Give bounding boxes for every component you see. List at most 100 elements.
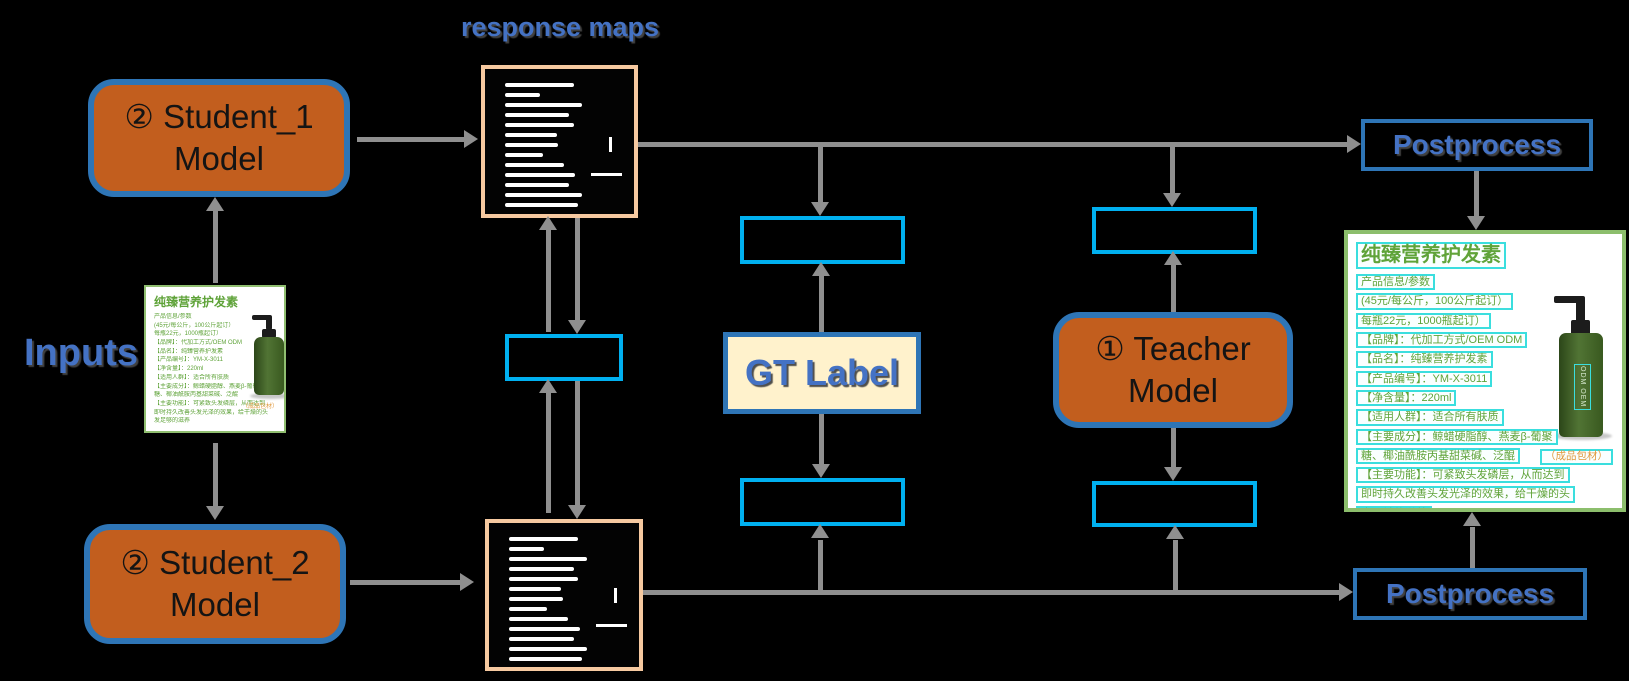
package-note: （成品包材）: [242, 404, 279, 410]
bottle-spout-icon: [252, 315, 269, 320]
response-text-stripe: [504, 103, 583, 107]
ocr-text-line: 【品牌】：代加工方式/OEM ODM: [1356, 330, 1614, 349]
response-text-stripe: [504, 193, 583, 197]
arrowhead: [812, 464, 830, 478]
response-text-stripe: [504, 83, 574, 87]
product-card-title: 纯臻营养护发素: [154, 295, 239, 309]
response-text-stripe: [504, 123, 574, 127]
bottle-label-text: ODM OEM: [1574, 364, 1591, 410]
response-text-stripe: [508, 627, 580, 631]
arrow-input-to-student1: [213, 211, 218, 283]
response-text-stripe: [504, 143, 559, 147]
response-text-stripe: [508, 547, 545, 551]
arrow-gt-down: [819, 414, 824, 465]
product-card-line: 【适用人群】：适合所有肤质: [154, 374, 230, 381]
ocr-highlight-box: 【品牌】：代加工方式/OEM ODM: [1356, 331, 1528, 349]
product-card-line: 【主要成分】：鲸蜡硬脂醇、燕麦β-葡聚: [154, 383, 259, 390]
box-below-gt-label: [740, 478, 905, 526]
ocr-highlight-box: 糖、椰油酰胺丙基甜菜碱、泛醌: [1356, 447, 1520, 465]
ocr-highlight-box: 【净含量】：220ml: [1356, 389, 1457, 407]
ocr-text-line: 发足够的滋养: [1356, 504, 1614, 508]
arrowhead: [1164, 251, 1182, 265]
arrow-teacher-up: [1171, 264, 1176, 312]
product-card-line: (45元/每公斤，100公斤起订）: [154, 322, 235, 329]
line-map-bottom-to-postprocess: [643, 590, 1344, 595]
response-text-stripe: [508, 577, 579, 581]
response-text-stripe: [508, 587, 562, 591]
response-text-stripe: [508, 637, 574, 641]
teacher-model-box: ① Teacher Model: [1053, 312, 1293, 428]
gt-label-text: GT Label: [744, 352, 900, 393]
ocr-highlight-box: (45元/每公斤，100公斤起订）: [1356, 293, 1514, 310]
arrowhead: [811, 524, 829, 538]
student2-label-line1: ② Student_2: [120, 543, 310, 581]
response-text-stripe: [508, 657, 583, 661]
response-text-stripe: [508, 567, 574, 571]
response-text-stripe: [508, 647, 587, 651]
bottle-spout-icon: [1554, 296, 1582, 303]
product-card-line: 每瓶22元，1000瓶起订）: [154, 331, 223, 338]
product-card-line: 【主要功能】：可紧致头发磷层，从而达到: [154, 400, 266, 407]
arrowhead: [539, 379, 557, 393]
arrowhead: [1164, 467, 1182, 481]
ocr-highlight-box: 产品信息/参数: [1356, 274, 1436, 291]
ocr-text-line: 即时持久改善头发光泽的效果，给干燥的头: [1356, 484, 1614, 503]
ocr-text-line: 【品名】：纯臻营养护发素: [1356, 349, 1614, 368]
product-card-line: 【产品编号】：YM-X-3011: [154, 357, 223, 364]
response-map-stripes: [489, 73, 630, 210]
arrow-map-bottom-to-midbox: [546, 393, 551, 513]
ocr-highlight-box: 每瓶22元，1000瓶起订）: [1356, 312, 1491, 329]
response-map-stripes: [493, 527, 635, 663]
ocr-highlight-box: 发足够的滋养: [1356, 505, 1432, 508]
postprocess-bottom-box: Postprocess: [1353, 568, 1587, 620]
arrow-student1-to-map: [357, 137, 464, 142]
product-card-line: 糖、椰油酰胺丙基甜菜碱、泛醌: [154, 392, 239, 399]
input-product-card: 纯臻营养护发素 产品信息/参数(45元/每公斤，100公斤起订）每瓶22元，10…: [144, 285, 286, 433]
arrowhead: [539, 216, 557, 230]
package-note-highlight: （成品包材）: [1540, 449, 1613, 465]
product-card-line: 即时持久改善头发光泽的效果，给干燥的头: [154, 409, 269, 416]
ocr-text-line: 糖、椰油酰胺丙基甜菜碱、泛醌: [1356, 446, 1614, 465]
response-map-mark: [613, 587, 617, 603]
response-text-stripe: [508, 557, 587, 561]
response-map-mark: [590, 173, 623, 177]
response-text-stripe: [504, 133, 557, 137]
line-map-top-to-postprocess: [638, 142, 1350, 147]
response-map-bottom: [485, 519, 643, 671]
response-map-top: [481, 65, 638, 218]
ocr-title-highlight: 纯臻营养护发素: [1356, 242, 1506, 269]
student2-model-box: ② Student_2 Model: [84, 524, 346, 644]
arrowhead: [1339, 583, 1353, 601]
ocr-highlight-box: 【产品编号】：YM-X-3011: [1356, 370, 1493, 387]
ocr-panel-title: 纯臻营养护发素: [1356, 242, 1614, 269]
box-above-teacher: [1092, 207, 1257, 254]
student1-model-box: ② Student_1 Model: [88, 79, 350, 197]
ocr-text-line: 每瓶22元，1000瓶起订）: [1356, 311, 1614, 329]
response-text-stripe: [508, 617, 569, 621]
gt-label-box: GT Label: [723, 332, 921, 414]
response-text-stripe: [504, 93, 540, 97]
ocr-highlight-box: 即时持久改善头发光泽的效果，给干燥的头: [1356, 486, 1575, 503]
ocr-text-line: 【主要成分】：鲸蜡硬脂醇、燕麦β-葡聚: [1356, 427, 1614, 445]
postprocess-bottom-label: Postprocess: [1385, 578, 1555, 609]
bottle-collar-icon: [1571, 320, 1590, 335]
arrowhead: [1347, 135, 1361, 153]
arrow-postprocess-top-to-panel: [1474, 171, 1479, 217]
arrowhead: [812, 262, 830, 276]
response-text-stripe: [504, 203, 578, 207]
response-text-stripe: [504, 113, 570, 117]
product-card-line: 【净含量】：220ml: [154, 366, 204, 373]
ocr-text-line: 产品信息/参数: [1356, 272, 1614, 291]
branch-top-to-gt-box: [818, 144, 823, 204]
teacher-label-line2: Model: [1128, 372, 1218, 409]
arrowhead: [568, 505, 586, 519]
bottle-collar-icon: [262, 329, 276, 338]
response-text-stripe: [508, 537, 579, 541]
arrow-midbox-to-map-top: [546, 230, 551, 332]
product-card-lines: 产品信息/参数(45元/每公斤，100公斤起订）每瓶22元，1000瓶起订）【品…: [154, 313, 276, 426]
arrowhead: [1163, 193, 1181, 207]
ocr-text-line: (45元/每公斤，100公斤起订）: [1356, 291, 1614, 310]
ocr-highlight-box: 【主要功能】：可紧致头发磷层，从而达到: [1356, 467, 1570, 484]
postprocess-top-label: Postprocess: [1392, 129, 1562, 160]
